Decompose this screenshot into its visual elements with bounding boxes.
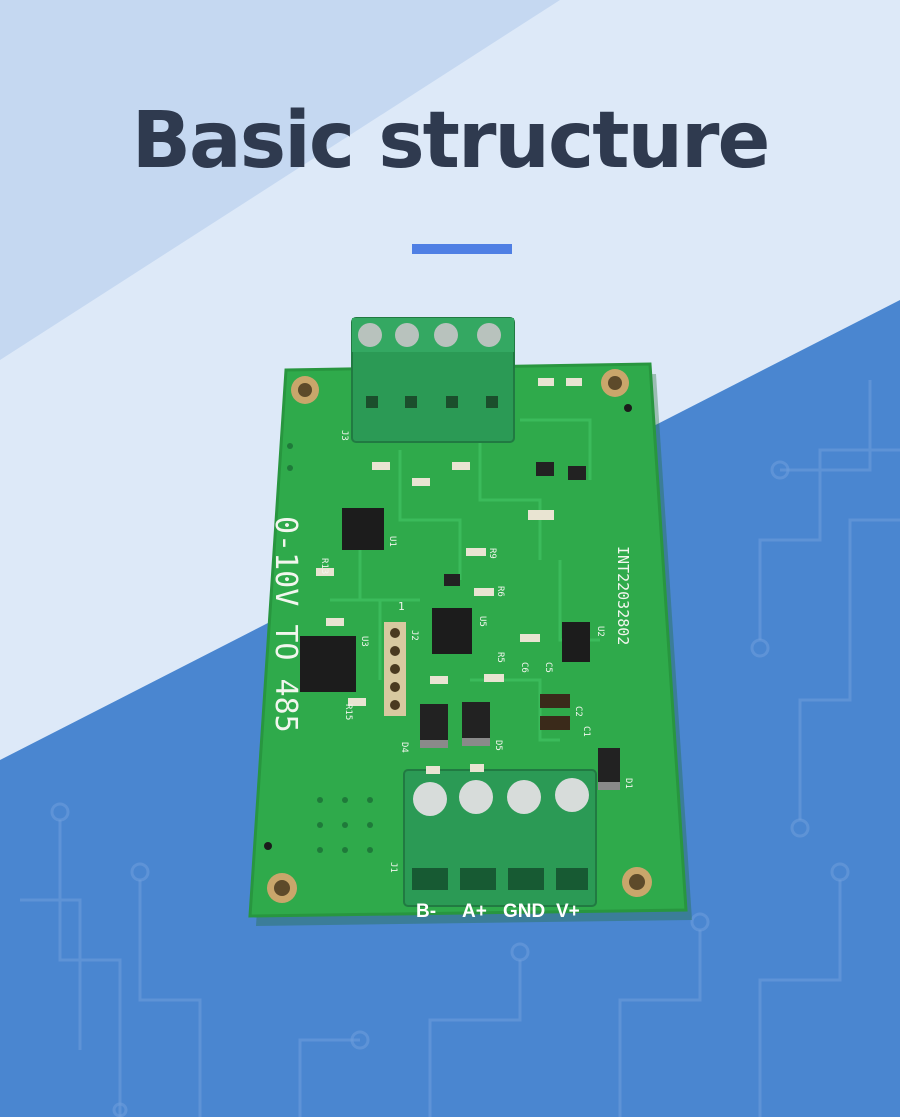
ref-c6: C6 [519, 662, 529, 673]
ref-j3: J3 [339, 430, 349, 441]
ref-u5: U5 [477, 616, 487, 627]
terminal-label-b-minus: B- [416, 901, 436, 922]
smd-components [316, 378, 586, 774]
ref-u1: U1 [387, 536, 397, 547]
ref-c5: C5 [543, 662, 553, 673]
ref-r6: R6 [495, 586, 505, 597]
ref-d4: D4 [399, 742, 409, 753]
pin-header [384, 622, 406, 716]
ref-u3: U3 [359, 636, 369, 647]
circuit-pattern [20, 380, 900, 1117]
terminal-block-bottom [403, 769, 597, 907]
ref-c1: C1 [581, 726, 591, 737]
board-model-code: INT22032802 [614, 546, 632, 645]
ref-r13: R13 [319, 558, 329, 574]
ref-j2: J2 [409, 630, 419, 641]
ref-d5: D5 [493, 740, 503, 751]
ref-j1: J1 [388, 862, 398, 873]
ref-c2: C2 [573, 706, 583, 717]
terminal-label-gnd: GND [503, 901, 545, 922]
ref-r15: R15 [343, 704, 353, 720]
ref-r5: R5 [495, 652, 505, 663]
board-silk-title: 0-10V TO 485 [268, 516, 303, 733]
terminal-block-top [351, 317, 515, 443]
page-title: Basic structure [131, 96, 771, 186]
terminal-label-v-plus: V+ [556, 901, 580, 922]
ref-pin1: 1 [398, 600, 405, 613]
ref-u2: U2 [595, 626, 605, 637]
mounting-holes [267, 369, 652, 903]
ic-chips [300, 508, 620, 790]
ref-d1: D1 [623, 778, 633, 789]
terminal-label-a-plus: A+ [462, 901, 487, 922]
title-underline [412, 244, 512, 254]
ref-r9: R9 [487, 548, 497, 559]
